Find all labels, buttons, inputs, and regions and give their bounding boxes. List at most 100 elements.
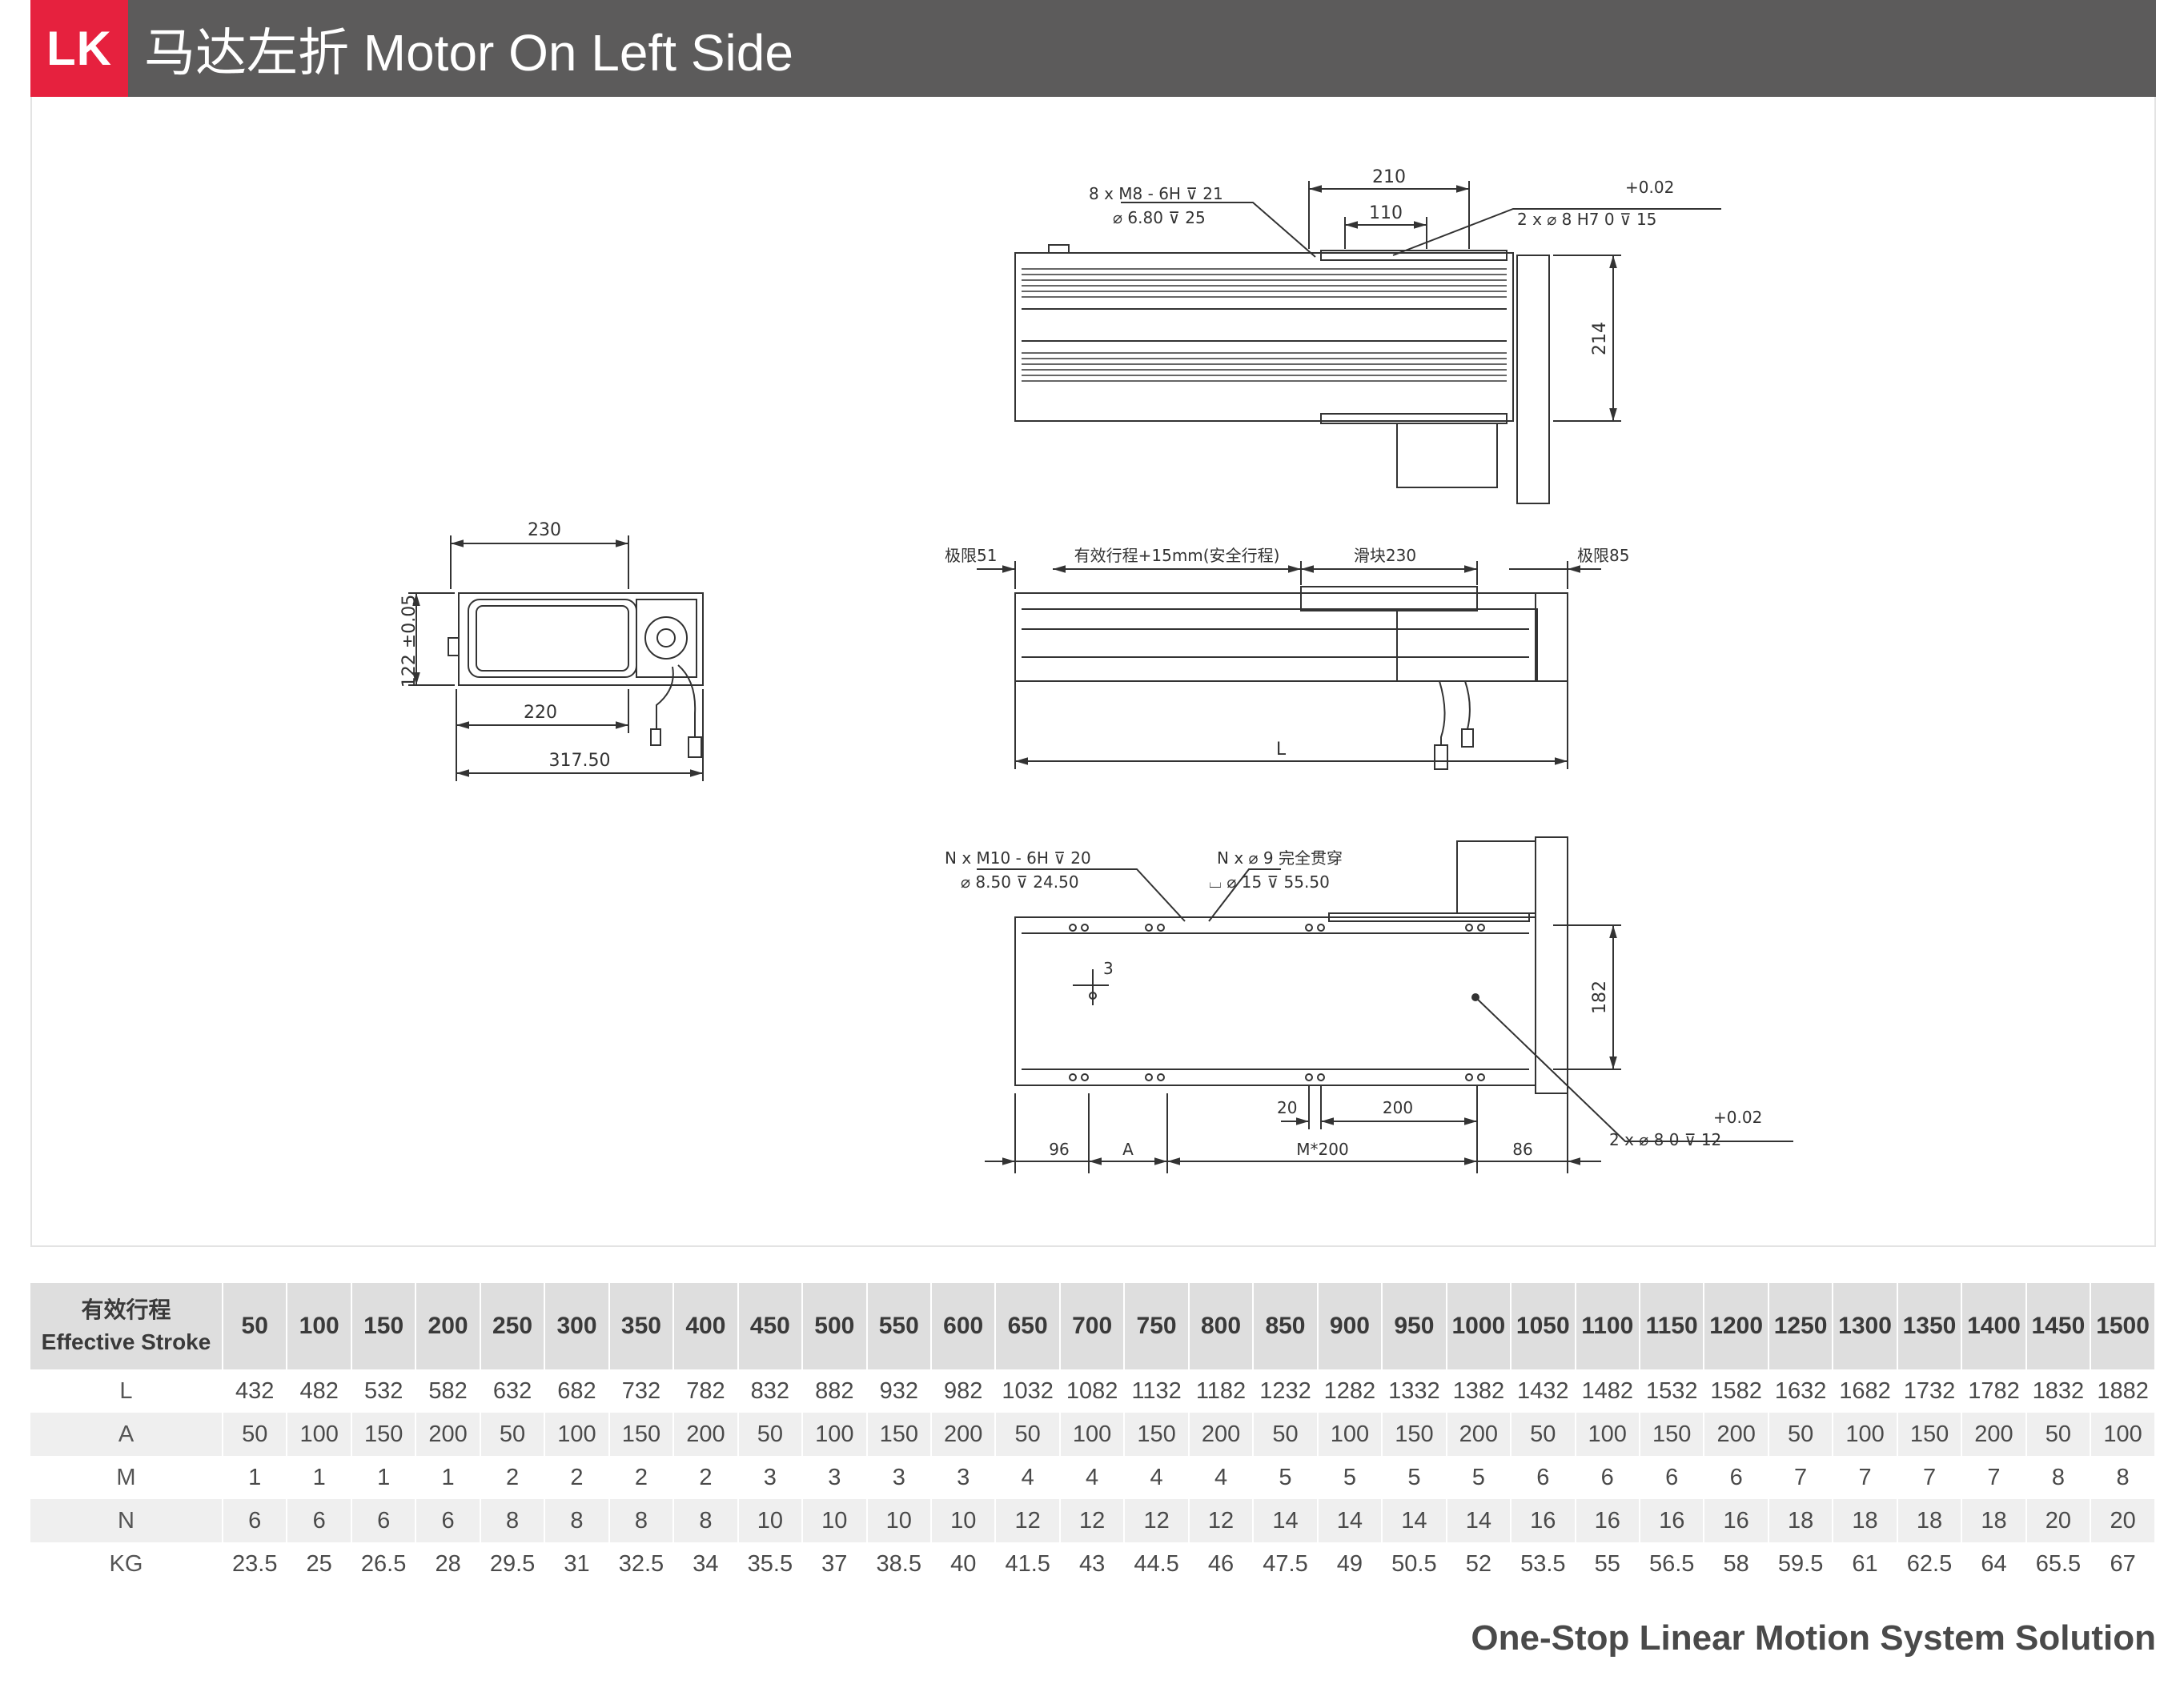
effective-stroke-header: 有效行程 Effective Stroke xyxy=(30,1283,223,1369)
table-cell: 50 xyxy=(1253,1413,1319,1456)
table-cell: 1 xyxy=(223,1456,288,1499)
stroke-header-cell: 1250 xyxy=(1768,1283,1834,1369)
bottom-dim-182: 182 xyxy=(1590,980,1610,1014)
stroke-header-cell: 150 xyxy=(351,1283,417,1369)
effective-stroke-header-en: Effective Stroke xyxy=(41,1329,211,1354)
table-cell: 100 xyxy=(2090,1413,2156,1456)
table-cell: 6 xyxy=(1511,1456,1576,1499)
table-cell: 64 xyxy=(1961,1542,2027,1586)
table-cell: 32.5 xyxy=(608,1542,675,1586)
table-cell: 10 xyxy=(930,1499,997,1542)
row-label: KG xyxy=(30,1542,223,1586)
table-cell: 10 xyxy=(802,1499,868,1542)
table-cell: 10 xyxy=(866,1499,932,1542)
row-label: L xyxy=(30,1369,223,1413)
row-label: M xyxy=(30,1456,223,1499)
side-effective-stroke: 有效行程+15mm(安全行程) xyxy=(1074,546,1280,565)
page-title: 马达左折 Motor On Left Side xyxy=(144,23,793,82)
table-cell: 62.5 xyxy=(1897,1542,1963,1586)
table-cell: 632 xyxy=(480,1369,546,1413)
table-cell: 532 xyxy=(351,1369,417,1413)
table-cell: 8 xyxy=(2090,1456,2156,1499)
bottom-dim-200: 200 xyxy=(1383,1098,1413,1117)
table-cell: 23.5 xyxy=(223,1542,288,1586)
stroke-header-cell: 300 xyxy=(544,1283,610,1369)
table-cell: 61 xyxy=(1833,1542,1898,1586)
end-view xyxy=(408,535,704,781)
table-cell: 41.5 xyxy=(995,1542,1061,1586)
table-cell: 37 xyxy=(802,1542,868,1586)
bottom-pin-tolerance: +0.02 xyxy=(1713,1108,1762,1127)
bottom-dim-96: 96 xyxy=(1049,1140,1069,1159)
table-cell: 200 xyxy=(673,1413,739,1456)
table-cell: 1432 xyxy=(1511,1369,1576,1413)
table-cell: 1032 xyxy=(995,1369,1061,1413)
table-cell: 100 xyxy=(1833,1413,1898,1456)
table-cell: 50 xyxy=(995,1413,1061,1456)
table-cell: 3 xyxy=(737,1456,804,1499)
table-cell: 1582 xyxy=(1704,1369,1769,1413)
table-cell: 732 xyxy=(608,1369,675,1413)
row-label: N xyxy=(30,1499,223,1542)
stroke-header-cell: 1450 xyxy=(2025,1283,2092,1369)
table-cell: 6 xyxy=(351,1499,417,1542)
table-cell: 18 xyxy=(1897,1499,1963,1542)
bottom-pin-callout: 2 x ⌀ 8 0 ⊽ 12 xyxy=(1609,1130,1721,1149)
bottom-dim-20: 20 xyxy=(1277,1098,1297,1117)
table-cell: 53.5 xyxy=(1511,1542,1576,1586)
table-cell: 1 xyxy=(287,1456,352,1499)
table-cell: 12 xyxy=(1124,1499,1190,1542)
table-cell: 8 xyxy=(480,1499,546,1542)
bottom-thread-callout-2: ⌀ 8.50 ⊽ 24.50 xyxy=(961,872,1079,892)
table-cell: 782 xyxy=(673,1369,739,1413)
table-cell: 1632 xyxy=(1768,1369,1834,1413)
footer-tagline: One-Stop Linear Motion System Solution xyxy=(1471,1618,2156,1658)
technical-drawing: 230 122 ±0.05 220 317.50 8 x M8 - 6H ⊽ 2… xyxy=(399,167,1793,1173)
table-cell: 5 xyxy=(1317,1456,1383,1499)
table-cell: 932 xyxy=(866,1369,932,1413)
table-cell: 7 xyxy=(1961,1456,2027,1499)
table-cell: 12 xyxy=(1059,1499,1126,1542)
table-cell: 882 xyxy=(802,1369,868,1413)
table-cell: 49 xyxy=(1317,1542,1383,1586)
stroke-header-cell: 700 xyxy=(1059,1283,1126,1369)
table-cell: 1732 xyxy=(1897,1369,1963,1413)
bottom-dim-3: 3 xyxy=(1103,959,1114,978)
table-cell: 50 xyxy=(1768,1413,1834,1456)
table-cell: 16 xyxy=(1639,1499,1705,1542)
table-cell: 100 xyxy=(287,1413,352,1456)
table-cell: 3 xyxy=(866,1456,932,1499)
stroke-header-cell: 500 xyxy=(802,1283,868,1369)
stroke-header-cell: 1050 xyxy=(1511,1283,1576,1369)
stroke-header-cell: 250 xyxy=(480,1283,546,1369)
table-cell: 5 xyxy=(1382,1456,1447,1499)
table-cell: 582 xyxy=(416,1369,481,1413)
table-cell: 7 xyxy=(1768,1456,1834,1499)
table-cell: 150 xyxy=(1124,1413,1190,1456)
stroke-header-cell: 100 xyxy=(287,1283,352,1369)
top-pin-callout: 2 x ⌀ 8 H7 0 ⊽ 15 xyxy=(1517,210,1656,229)
table-cell: 1782 xyxy=(1961,1369,2027,1413)
table-cell: 43 xyxy=(1059,1542,1126,1586)
top-pin-tolerance: +0.02 xyxy=(1625,178,1674,197)
table-cell: 1382 xyxy=(1446,1369,1512,1413)
table-cell: 28 xyxy=(416,1542,481,1586)
table-cell: 1532 xyxy=(1639,1369,1705,1413)
table-cell: 1082 xyxy=(1059,1369,1126,1413)
bottom-through-callout-2: ⌴ ⌀ 15 ⊽ 55.50 xyxy=(1209,872,1330,892)
table-cell: 16 xyxy=(1575,1499,1640,1542)
table-cell: 50.5 xyxy=(1382,1542,1447,1586)
table-cell: 20 xyxy=(2090,1499,2156,1542)
table-cell: 1682 xyxy=(1833,1369,1898,1413)
table-cell: 47.5 xyxy=(1253,1542,1319,1586)
table-cell: 8 xyxy=(673,1499,739,1542)
table-cell: 40 xyxy=(930,1542,997,1586)
table-cell: 5 xyxy=(1446,1456,1512,1499)
table-cell: 18 xyxy=(1961,1499,2027,1542)
table-cell: 14 xyxy=(1253,1499,1319,1542)
stroke-header-cell: 750 xyxy=(1124,1283,1190,1369)
table-cell: 50 xyxy=(737,1413,804,1456)
table-cell: 50 xyxy=(480,1413,546,1456)
